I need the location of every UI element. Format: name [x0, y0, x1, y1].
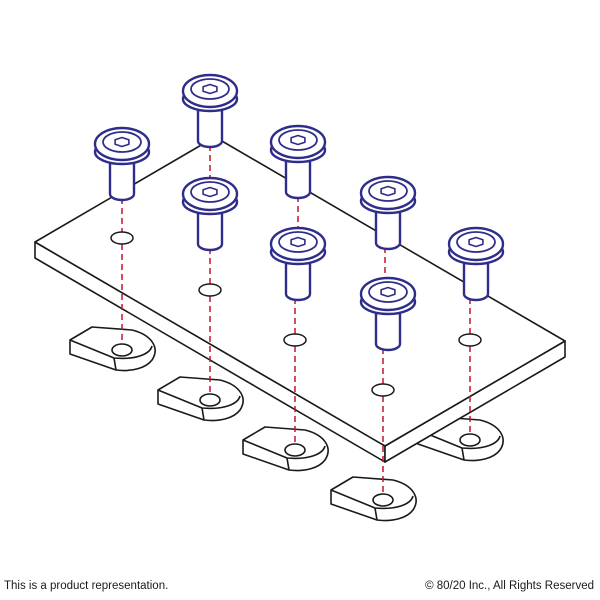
t-nut-hole: [111, 343, 133, 357]
disclaimer-text: This is a product representation.: [4, 580, 169, 592]
button-head-screw: [181, 73, 239, 149]
button-head-screw: [447, 226, 505, 302]
button-head-screw: [181, 176, 239, 252]
button-head-screw: [93, 126, 151, 202]
plate-hole: [371, 383, 395, 397]
hex-socket: [290, 236, 306, 248]
t-nut: [69, 326, 156, 372]
hex-socket: [468, 236, 484, 248]
t-nut: [157, 376, 244, 422]
button-head-screw: [269, 226, 327, 302]
plate-hole: [198, 283, 222, 297]
t-nut-hole: [459, 433, 481, 447]
socket-head-screws: [93, 73, 505, 352]
t-nut-hole: [199, 393, 221, 407]
hex-socket: [202, 83, 218, 95]
t-nut-hole: [372, 493, 394, 507]
copyright-text: © 80/20 Inc., All Rights Reserved: [425, 580, 594, 592]
t-nut: [330, 476, 417, 522]
button-head-screw: [359, 276, 417, 352]
hex-socket: [380, 185, 396, 197]
button-head-screw: [359, 175, 417, 251]
hex-socket: [380, 286, 396, 298]
t-nuts: [69, 326, 504, 522]
hex-socket: [202, 186, 218, 198]
plate-hole: [283, 333, 307, 347]
button-head-screw: [269, 124, 327, 200]
hex-socket: [290, 134, 306, 146]
plate-hole: [458, 333, 482, 347]
hex-socket: [114, 136, 130, 148]
t-nut-hole: [284, 443, 306, 457]
plate-hole: [110, 231, 134, 245]
t-nut: [242, 426, 329, 472]
